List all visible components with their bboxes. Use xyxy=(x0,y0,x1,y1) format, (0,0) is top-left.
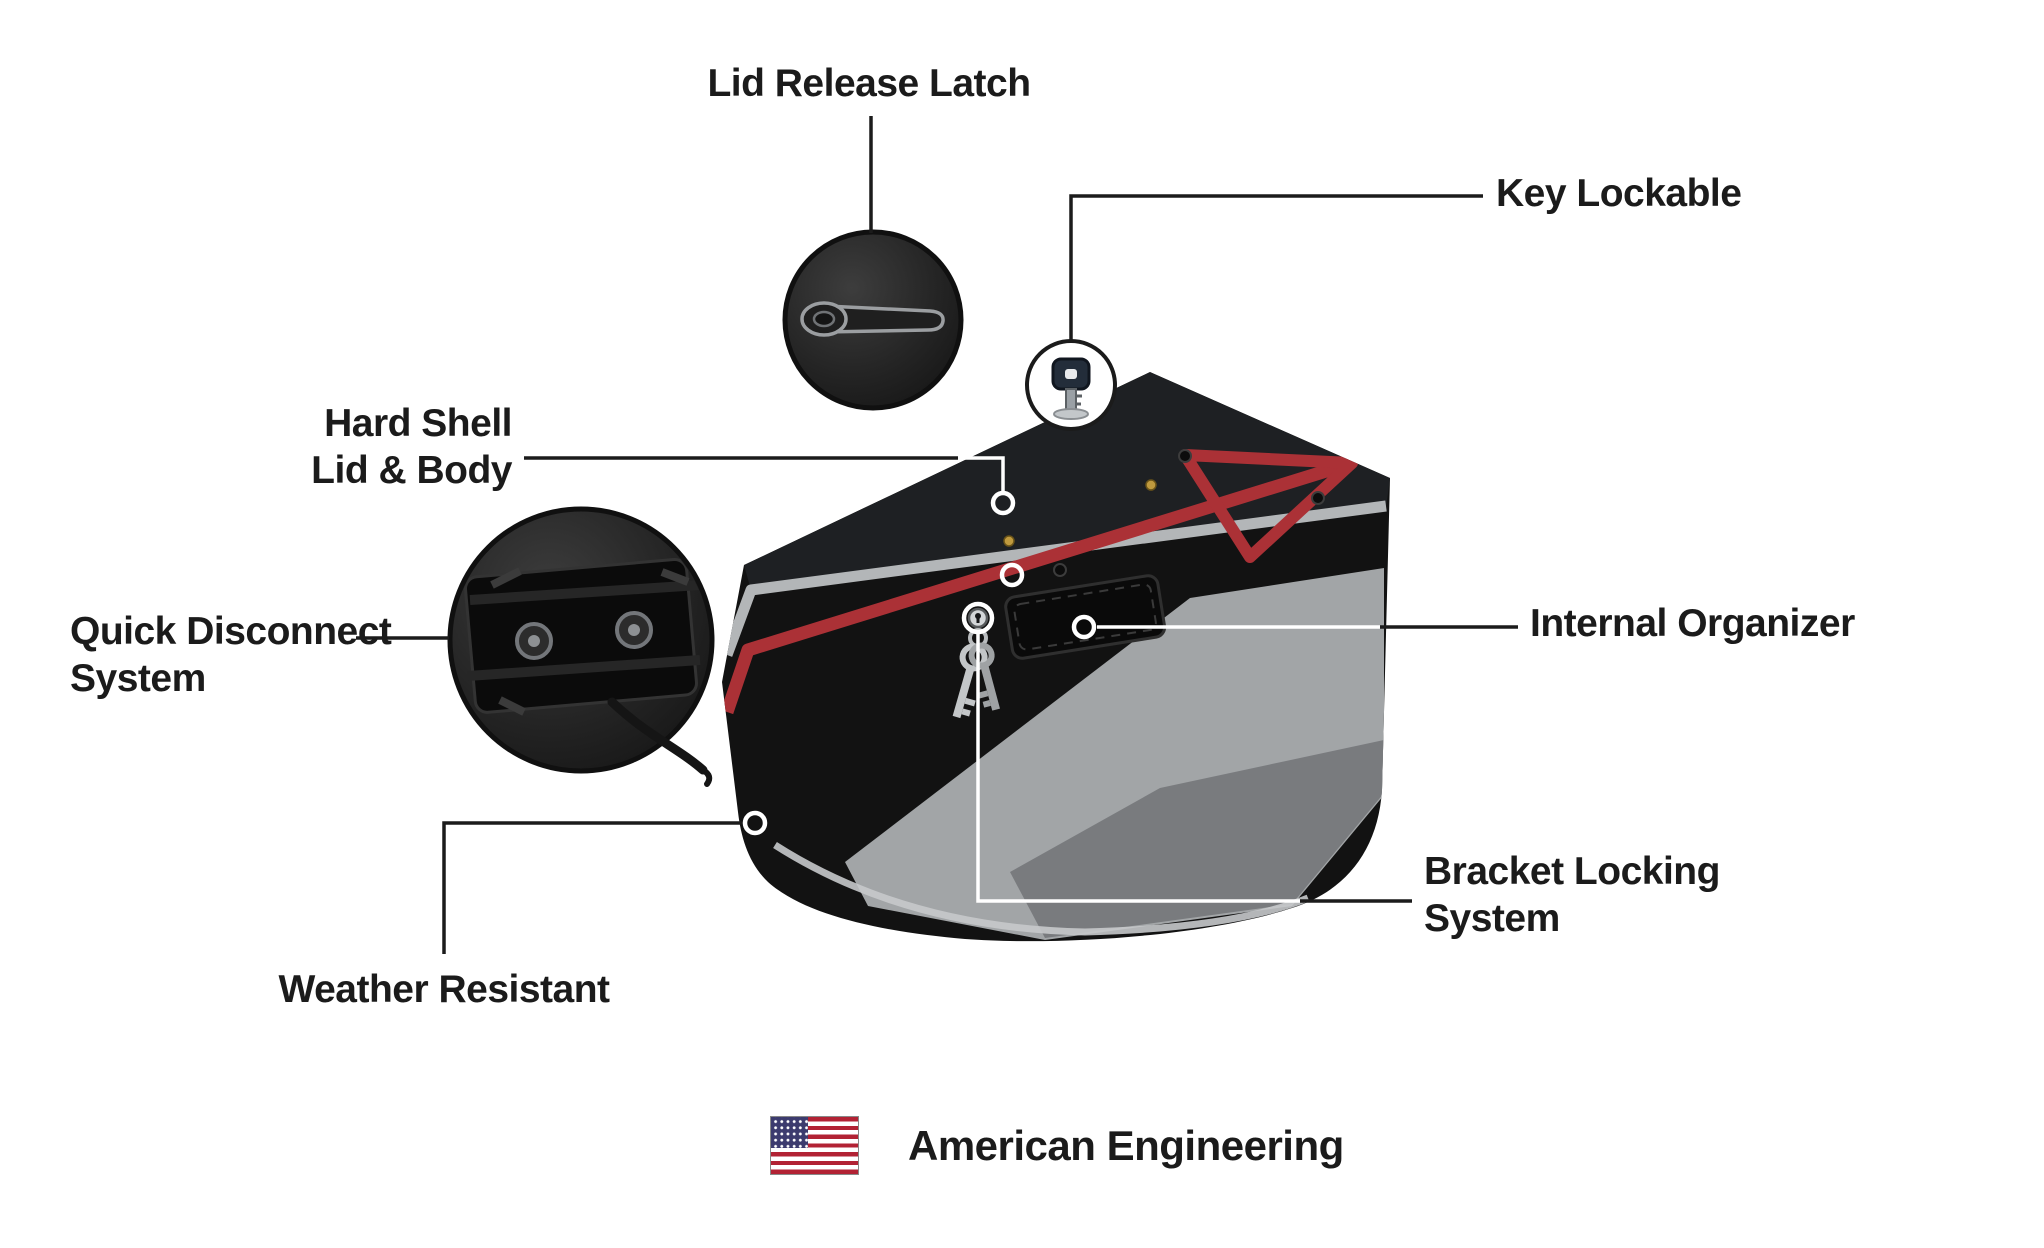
label-bracket-locking-line1: Bracket Locking xyxy=(1424,850,1720,893)
gray-trim-stripe xyxy=(722,500,1387,657)
keyhole-slot xyxy=(976,616,980,623)
red-accent-stripe xyxy=(722,456,1354,715)
us-flag-icon xyxy=(770,1116,859,1175)
callout-line-bracket-locking-onbag xyxy=(976,634,1300,903)
key-teeth xyxy=(978,690,991,708)
black-rivet xyxy=(1311,491,1325,505)
strap-end xyxy=(700,767,713,787)
label-quick-disconnect: Quick Disconnect System xyxy=(70,608,392,702)
marker-ring-bracket-lock xyxy=(961,601,995,635)
label-internal-organizer: Internal Organizer xyxy=(1530,602,1855,645)
label-lid-release-latch: Lid Release Latch xyxy=(707,62,1031,105)
callout-lines xyxy=(356,116,1518,954)
marker-rings xyxy=(742,490,1097,836)
key-stem-teeth xyxy=(1076,394,1082,406)
saddlebag-lid-face xyxy=(744,372,1390,590)
label-bracket-locking: Bracket Locking System xyxy=(1424,848,1720,942)
quick-disconnect-inset xyxy=(447,506,715,787)
footer-label: American Engineering xyxy=(908,1121,1344,1169)
callout-line-hard-shell-onbag xyxy=(958,456,1005,492)
black-rivet xyxy=(1053,563,1067,577)
callout-line-key-lockable xyxy=(1069,194,1483,342)
mounting-bolt-center xyxy=(628,624,640,636)
bracket-tabs xyxy=(490,567,690,716)
organizer-pocket-stitching xyxy=(1013,583,1157,651)
key-base xyxy=(1053,408,1089,420)
marker-ring-internal-organizer xyxy=(1071,614,1097,640)
key-icon xyxy=(1051,357,1091,420)
callout-line-weather-resistant xyxy=(442,821,744,954)
latch-handle-knob-center xyxy=(812,310,836,328)
plate-rail-top xyxy=(469,580,701,605)
label-hard-shell-line1: Hard Shell xyxy=(324,402,512,445)
label-hard-shell: Hard Shell Lid & Body xyxy=(311,400,512,494)
plate-rail-bottom xyxy=(467,655,701,681)
red-accent-triangle xyxy=(1179,449,1358,563)
label-bracket-locking-line2: System xyxy=(1424,897,1560,940)
latch-handle-bar xyxy=(824,304,945,334)
bottom-rim-highlight xyxy=(773,842,1310,936)
label-quick-disconnect-line1: Quick Disconnect xyxy=(70,610,392,653)
key-teeth xyxy=(961,697,976,717)
marker-ring-weather-resistant xyxy=(742,810,768,836)
black-rivet xyxy=(1178,449,1192,463)
footer: American Engineering xyxy=(770,1116,1344,1175)
marker-ring-hard-shell-body xyxy=(999,562,1025,588)
gold-rivet xyxy=(1145,479,1157,491)
key xyxy=(952,643,988,719)
label-key-lockable: Key Lockable xyxy=(1496,172,1742,215)
label-weather-resistant: Weather Resistant xyxy=(278,968,610,1011)
label-quick-disconnect-line2: System xyxy=(70,657,206,700)
key-shaft xyxy=(952,666,975,719)
body-reflection-mid xyxy=(1010,740,1384,938)
marker-ring-hard-shell-lid xyxy=(990,490,1016,516)
key-lockable-badge xyxy=(1025,339,1117,431)
gold-rivet xyxy=(1003,535,1015,547)
us-flag-canton xyxy=(771,1117,808,1148)
key-stem xyxy=(1065,388,1077,412)
mounting-bolt-center xyxy=(528,635,540,647)
label-hard-shell-line2: Lid & Body xyxy=(311,449,512,492)
key-shaft xyxy=(980,664,1000,711)
lid-latch-inset xyxy=(782,229,964,411)
lock-and-keys xyxy=(952,607,1000,719)
key-head-slot xyxy=(1065,369,1077,379)
dangling-strap xyxy=(607,697,708,775)
